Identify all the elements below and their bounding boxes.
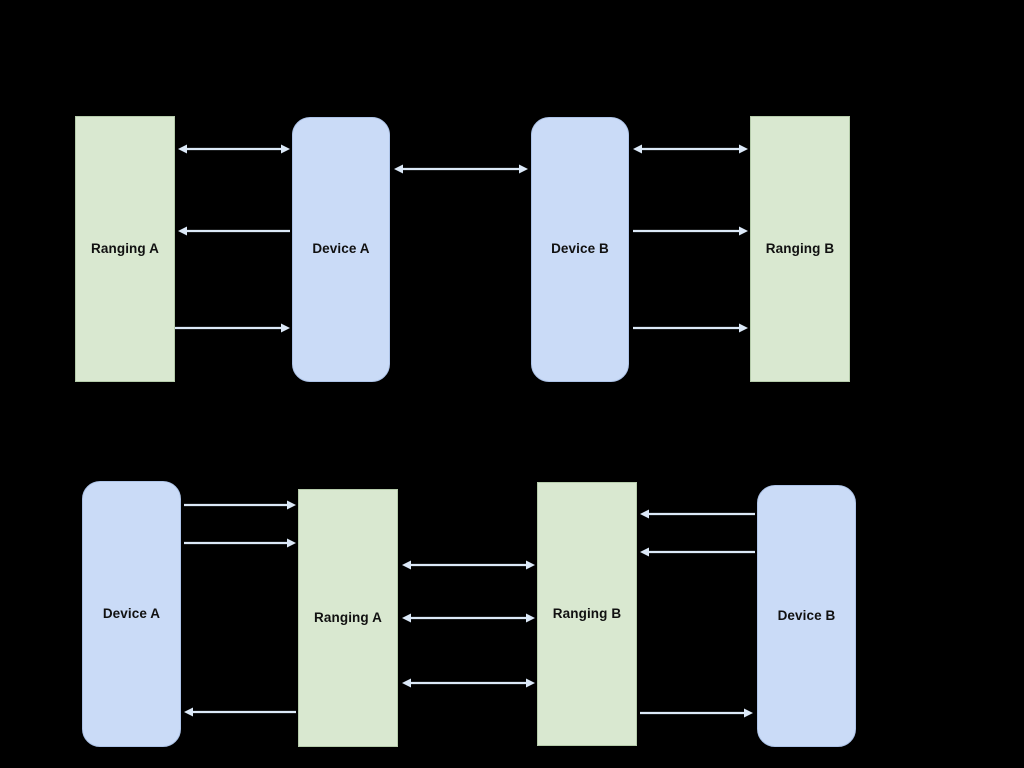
- arrow-b-e7: [626, 500, 769, 528]
- arrow-t-e4: [380, 155, 542, 183]
- arrow-t-e3: [161, 314, 304, 342]
- arrow-b-e5: [388, 604, 549, 632]
- node-top-device-b[interactable]: Device B: [531, 117, 629, 382]
- node-label: Device B: [551, 241, 609, 257]
- node-label: Ranging B: [765, 240, 835, 256]
- node-bot-ranging-a[interactable]: Ranging A: [298, 489, 398, 747]
- node-label: Device A: [312, 241, 370, 257]
- arrow-b-e8: [626, 538, 769, 566]
- node-top-device-a[interactable]: Device A: [292, 117, 390, 382]
- arrow-t-e1: [164, 135, 304, 163]
- node-bot-ranging-b[interactable]: Ranging B: [537, 482, 637, 746]
- node-bot-device-b[interactable]: Device B: [757, 485, 856, 747]
- arrow-t-e6: [619, 217, 762, 245]
- node-label: Ranging A: [91, 240, 159, 256]
- arrow-t-e2: [164, 217, 304, 245]
- node-label: Ranging B: [552, 605, 622, 621]
- arrow-b-e3: [170, 698, 310, 726]
- arrow-b-e1: [170, 491, 310, 519]
- node-label: Ranging A: [314, 609, 382, 625]
- arrow-t-e7: [619, 314, 762, 342]
- node-bot-device-a[interactable]: Device A: [82, 481, 181, 747]
- arrow-b-e2: [170, 529, 310, 557]
- arrow-b-e4: [388, 551, 549, 579]
- arrow-b-e9: [626, 699, 767, 727]
- node-top-ranging-b[interactable]: Ranging B: [750, 116, 850, 382]
- node-label: Device B: [777, 607, 836, 623]
- arrow-t-e5: [619, 135, 762, 163]
- node-label: Device A: [102, 605, 161, 621]
- node-top-ranging-a[interactable]: Ranging A: [75, 116, 175, 382]
- arrow-b-e6: [388, 669, 549, 697]
